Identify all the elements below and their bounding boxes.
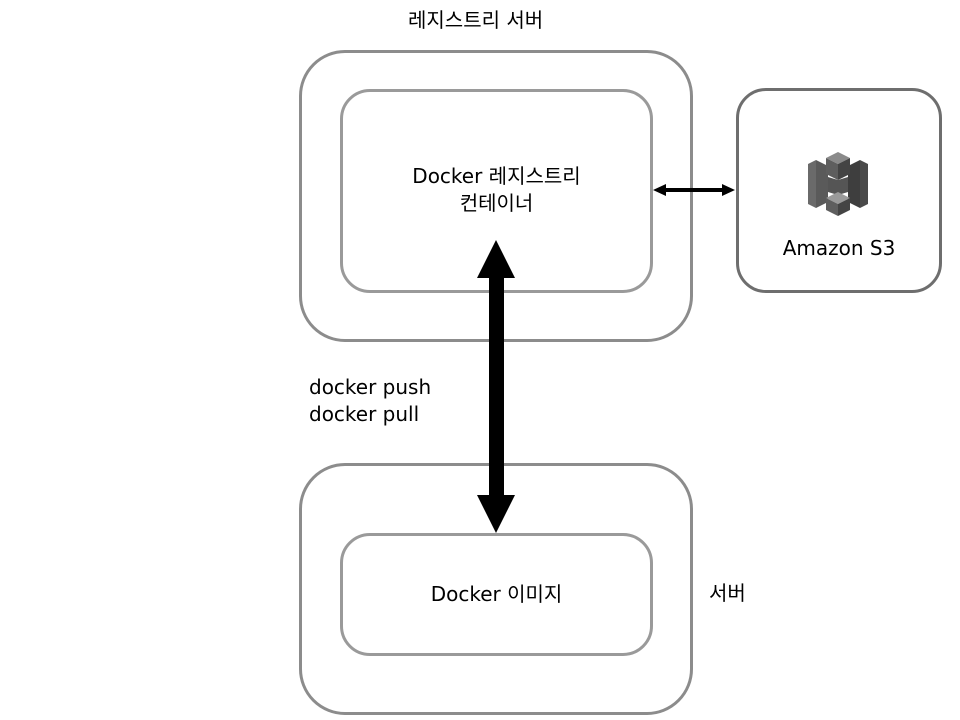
registry-s3-arrow: [653, 184, 735, 196]
amazon-s3-label: Amazon S3: [782, 236, 896, 260]
amazon-s3-icon: [808, 152, 868, 216]
docker-push-command: docker push: [309, 375, 432, 399]
amazon-s3-box: [736, 88, 942, 293]
docker-pull-command: docker pull: [309, 402, 420, 426]
docker-commands-label: docker push docker pull: [309, 374, 431, 428]
registry-container-label: Docker 레지스트리 컨테이너: [340, 163, 653, 217]
registry-container-label-line2: 컨테이너: [459, 191, 534, 215]
docker-image-box: [340, 533, 653, 656]
registry-server-title: 레지스트리 서버: [408, 8, 544, 32]
server-title: 서버: [709, 581, 746, 605]
registry-container-label-line1: Docker 레지스트리: [412, 164, 581, 188]
docker-image-label: Docker 이미지: [430, 582, 563, 606]
push-pull-arrow: [477, 240, 515, 533]
